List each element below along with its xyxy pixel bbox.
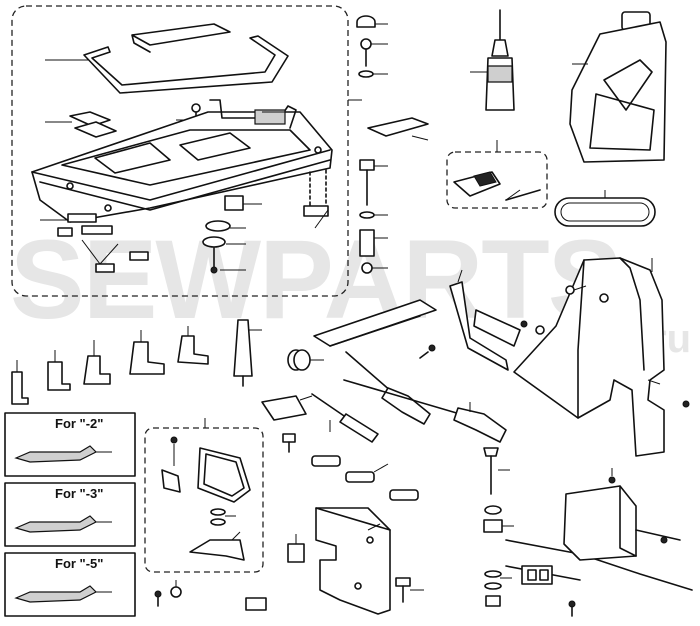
group-outline-3 [144,427,264,573]
screwdriver-small [311,393,379,443]
variant-label-2: For "-2" [55,416,103,431]
variant-box-2: For "-2" [4,412,136,477]
watermark: SEWPARTS .ru [10,217,691,361]
oil-pump-assembly [202,220,246,274]
small-screws-right [520,320,545,335]
cushion-set [40,213,149,273]
needle-plate [261,395,313,421]
variant-box-3: For "-3" [4,482,136,547]
cap-plug [356,15,388,28]
bracket-arm [449,269,521,371]
bolt-with-washer [395,577,424,603]
bolt-stack [359,159,388,274]
washer [358,70,388,78]
group-outline [11,5,349,297]
rubber-grommet [287,534,305,563]
lifter-group [144,418,264,573]
rubber-strip [131,23,231,53]
oil-pan [31,111,333,223]
felt-pad [367,117,429,141]
o-ring-belt [554,190,656,227]
hinge-posts [303,169,329,229]
screw-long [360,38,388,67]
screw-bracket [419,344,436,359]
oil-pan-group [11,5,362,297]
hex-screw [282,433,296,453]
variant-box-5: For "-5" [4,552,136,617]
bracket-set [11,326,209,405]
brush-group [446,140,548,209]
cushion-pad [69,111,111,127]
oil-jug [569,11,667,163]
rubber-block [224,195,244,211]
cone-spool-pin [233,319,262,387]
screwdriver-large [343,379,507,443]
motor-bracket-plate [315,507,391,615]
small-block-bottom [245,597,267,611]
belt-cover [513,257,665,457]
bolt-stack-right [483,447,514,607]
screw-washer-pair [154,580,182,607]
pan-gasket [83,35,289,94]
watermark-text: SEWPARTS [10,217,620,342]
variant-label-5: For "-5" [55,556,103,571]
screwdriver-medium [345,351,431,425]
bobbin [287,349,324,371]
tweezers [313,299,437,347]
oiler-bottle [470,9,515,111]
fuses [311,455,419,501]
cushion-pad-2 [74,121,117,138]
switch-box [505,468,693,617]
screw-cover [682,400,690,408]
variant-label-3: For "-3" [55,486,103,501]
